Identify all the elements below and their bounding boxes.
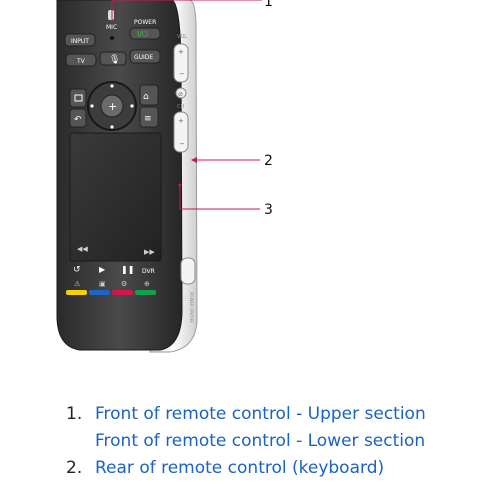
dpad-up-dot [110,84,114,88]
power-button [129,27,161,40]
channel-rocker [173,111,189,153]
voice-button [99,51,127,66]
dpad-right-dot [130,104,134,108]
callout-line-3 [179,186,260,210]
list-item-2: 2. Rear of remote control (keyboard) [0,457,479,484]
play-icon: ▶ [99,265,106,274]
left-top-button [69,88,87,108]
tv-label: TV [76,58,86,65]
mic-indicator [108,10,114,20]
microphone-icon: 🎙 [109,54,120,65]
yellow-button [66,290,87,295]
callout-arrow-2 [191,157,197,163]
link-list: 1. Front of remote control - Upper secti… [0,403,479,484]
ch-label: CH [177,104,184,110]
home-icon: ⌂ [143,92,149,102]
tv-button [65,53,97,67]
pause-icon: ❚❚ [121,265,134,274]
power-label: POWER [134,19,156,26]
touchpad [69,132,162,262]
callout-line-1 [111,0,262,22]
mute-icon: ⊘ [178,91,183,98]
callout-1: 1 [264,0,273,10]
plus-icon: + [108,100,117,113]
home-button [139,84,159,106]
vol-minus-icon: − [179,70,185,78]
link-front-upper[interactable]: Front of remote control - Upper section [95,404,426,424]
dpad-center-button [100,94,124,118]
blue-button [89,290,110,295]
settings-icon: ⚙ [121,280,127,288]
menu-button [139,106,159,128]
dpad-down-dot [110,125,114,129]
replay-icon: ↺ [73,265,81,275]
input-label: INPUT [71,38,89,45]
target-icon: ⊕ [144,280,150,288]
dvr-label: DVR [142,268,155,275]
callout-3: 3 [264,202,273,218]
vol-label: VOL [177,34,187,40]
input-button [64,33,96,47]
side-power-switch [180,257,196,285]
vol-plus-icon: + [178,48,184,56]
info-icon: ▣ [99,280,106,288]
mute-button [175,87,187,99]
ch-minus-icon: − [179,140,185,148]
menu-icon: ≡ [144,114,152,124]
dpad-left-dot [90,104,94,108]
mic-icon [110,36,114,40]
item-number: 2. [66,458,83,478]
side-power-text: POWER ON/OFF [189,292,194,324]
item-number: 1. [66,404,83,424]
alert-icon: ⚠ [74,280,81,288]
link-rear-keyboard[interactable]: Rear of remote control (keyboard) [95,458,385,478]
rewind-icon: ◀◀ [77,245,88,253]
fast-forward-icon: ▶▶ [144,248,155,256]
volume-rocker [173,43,189,83]
green-button [135,290,156,295]
ch-plus-icon: + [178,117,184,125]
list-item-1: 1. Front of remote control - Upper secti… [0,403,479,457]
link-front-lower[interactable]: Front of remote control - Lower section [95,431,426,451]
power-icon: I/⏻ [137,30,149,39]
back-icon: ↶ [74,115,82,125]
guide-label: GUIDE [134,54,153,61]
mic-label: MIC [106,24,117,31]
red-button [112,290,133,295]
remote-control-illustration: MIC POWER I/⏻ INPUT TV 🎙 GUIDE ↶ ⌂ ≡ + ◀… [56,0,273,353]
callout-dot-3 [178,183,182,187]
callout-2: 2 [264,153,273,169]
back-button [69,108,87,128]
pip-icon [74,94,83,102]
guide-button [129,49,161,64]
